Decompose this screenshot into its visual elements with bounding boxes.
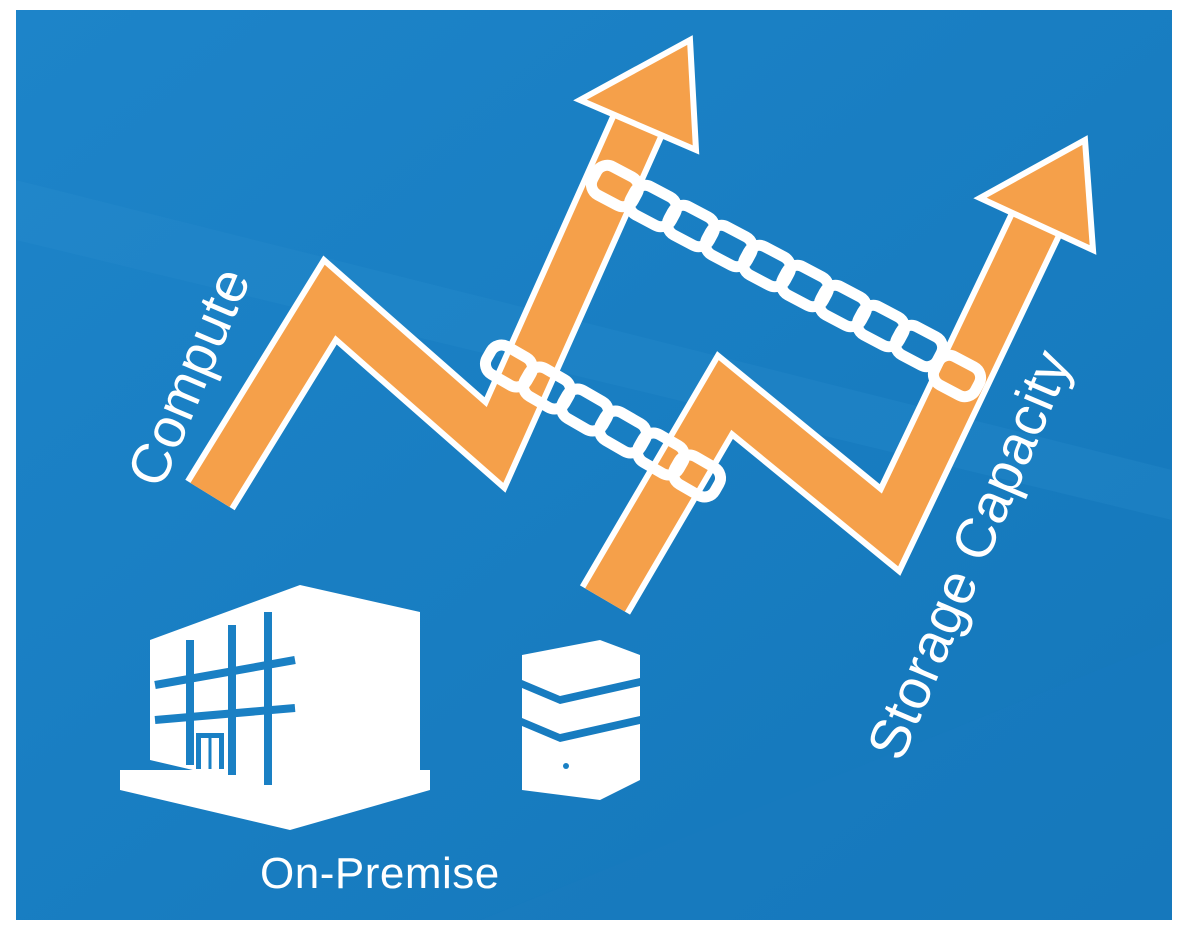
on-premise-label: On-Premise [260, 849, 500, 898]
background-sheen [16, 180, 1172, 520]
compute-arrow [185, 35, 700, 511]
chain-link-icon [479, 339, 727, 503]
storage-arrow [579, 135, 1097, 615]
server-stack-icon [522, 640, 640, 800]
background-sheen-lower [480, 640, 1172, 920]
chain-link-icon [585, 159, 987, 403]
office-building-icon [120, 585, 430, 830]
